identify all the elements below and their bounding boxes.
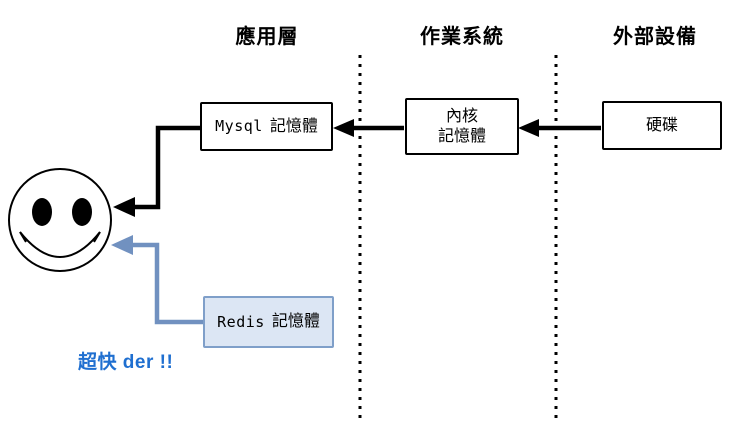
node-hard-disk[interactable]: 硬碟 xyxy=(602,101,722,150)
node-redis-memory[interactable]: Redis 記憶體 xyxy=(203,296,334,348)
arrow-kernel-to-mysql xyxy=(333,119,404,137)
caption-super-fast: 超快 der !! xyxy=(78,352,174,373)
arrow-mysql-to-user xyxy=(113,125,200,217)
node-kernel-memory-label-line1: 內核 xyxy=(445,107,478,125)
node-hard-disk-label: 硬碟 xyxy=(645,116,678,134)
column-title-application-layer: 應用層 xyxy=(235,26,299,48)
node-kernel-memory-label-line2: 記憶體 xyxy=(437,127,486,145)
node-redis-memory-label-mono: Redis xyxy=(217,312,265,331)
column-title-external-device: 外部設備 xyxy=(613,26,697,48)
node-kernel-memory[interactable]: 內核 記憶體 xyxy=(405,98,519,155)
node-mysql-memory-label-cjk: 記憶體 xyxy=(269,117,318,135)
arrow-disk-to-kernel xyxy=(518,119,601,137)
node-mysql-memory[interactable]: Mysql 記憶體 xyxy=(200,102,333,151)
node-mysql-memory-label-mono: Mysql xyxy=(215,117,263,136)
column-title-operating-system: 作業系統 xyxy=(420,26,504,48)
arrow-redis-to-user xyxy=(111,235,203,325)
smiley-face-icon xyxy=(8,168,112,272)
node-redis-memory-label-cjk: 記憶體 xyxy=(271,313,320,330)
